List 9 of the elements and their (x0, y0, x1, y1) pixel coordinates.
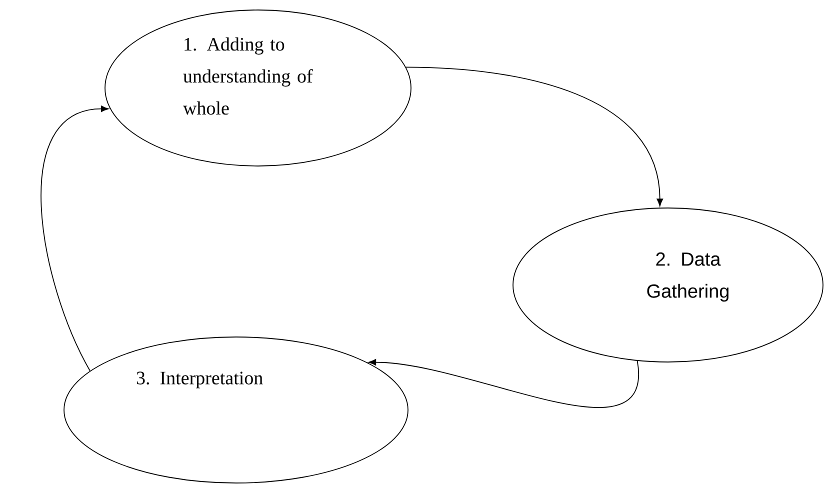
arrow (406, 66, 664, 206)
node-label: 3. Interpretation (136, 372, 263, 388)
node-label: 1. Adding to understanding of whole (183, 37, 313, 115)
arrow (368, 359, 638, 408)
node-label: 2. Data Gathering (647, 252, 728, 302)
process-ellipse (512, 208, 824, 362)
process-ellipse (104, 10, 412, 166)
process-ellipse (64, 336, 408, 484)
arrow (40, 106, 109, 372)
